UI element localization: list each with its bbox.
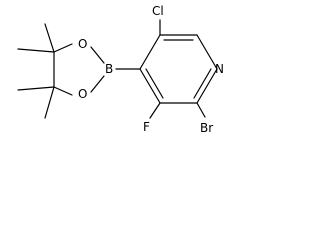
bond-c4-c5: [139, 34, 161, 70]
methyl-bond-4: [44, 86, 55, 119]
bond-b-o1: [90, 46, 105, 64]
bond-c2-br: [196, 102, 206, 118]
bond-c6-n1: [196, 34, 218, 70]
methyl-bond-1: [44, 23, 55, 53]
double-bond-n1-c2: [193, 68, 212, 99]
methyl-bond-2: [17, 48, 55, 53]
atom-label-f: F: [143, 120, 150, 134]
bond-b-o2: [90, 75, 105, 93]
pyridine-ring: [139, 34, 218, 104]
molecule-drawing: Cl N Br F B O O: [17, 4, 224, 135]
dioxaborolane-ring: [17, 23, 105, 119]
atom-label-b: B: [105, 62, 113, 76]
bond-c3-c4: [139, 68, 161, 104]
atom-label-o-top: O: [78, 37, 87, 51]
bond-o2-c: [53, 86, 73, 96]
atom-label-cl: Cl: [152, 4, 164, 18]
bond-o1-c: [53, 43, 73, 53]
bond-c3-f: [149, 102, 161, 119]
atom-label-o-bottom: O: [78, 87, 87, 101]
methyl-bond-3: [17, 86, 55, 91]
atom-label-br: Br: [200, 121, 213, 135]
double-bond-c3-c4: [145, 68, 164, 99]
structure-canvas: Cl N Br F B O O: [0, 0, 236, 155]
bond-n1-c2: [196, 68, 218, 104]
atom-label-n: N: [215, 62, 224, 76]
